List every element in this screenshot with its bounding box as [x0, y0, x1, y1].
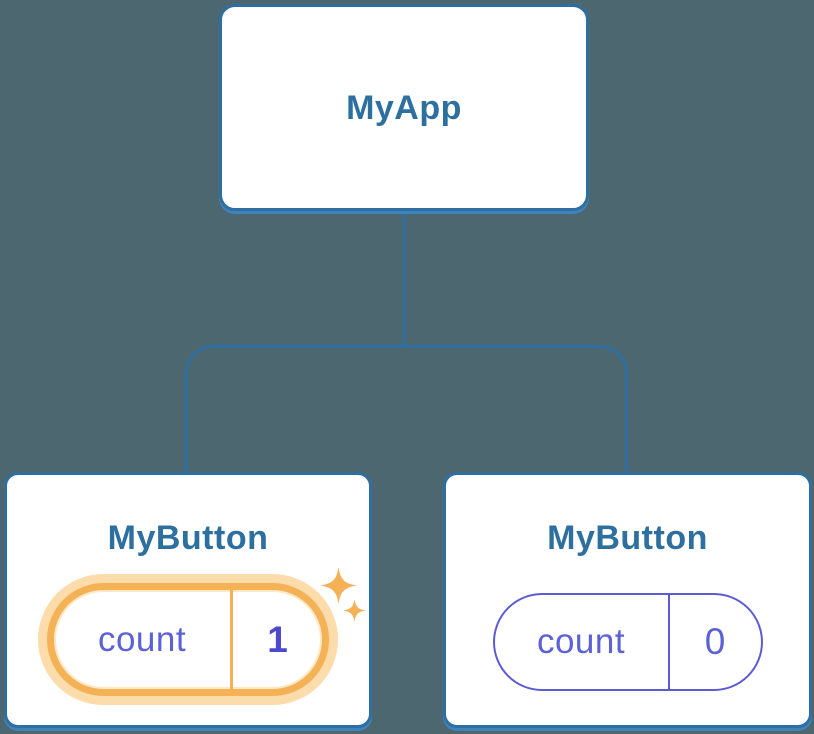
connector-root-stem — [403, 211, 406, 348]
state-pill-count-1: count 1 — [47, 583, 329, 696]
state-key-label: count — [536, 622, 626, 661]
sparkle-icon — [320, 567, 357, 604]
node-mybutton-left: MyButton count 1 — [4, 472, 372, 728]
state-value: 0 — [704, 621, 726, 662]
state-value: 1 — [267, 618, 288, 660]
node-mybutton-left-label: MyButton — [107, 519, 269, 557]
node-myapp-label: MyApp — [346, 88, 462, 127]
connector-branch — [185, 345, 628, 475]
state-pill-highlight-halo: count 1 — [38, 574, 338, 705]
state-pill-divider — [230, 590, 233, 689]
state-pill-divider — [667, 595, 670, 689]
state-key-label: count — [97, 619, 187, 659]
sparkle-icon — [343, 599, 366, 622]
state-pill-count-0: count 0 — [492, 593, 763, 691]
node-myapp: MyApp — [219, 4, 589, 211]
node-mybutton-right: MyButton count 0 — [443, 472, 812, 728]
node-mybutton-right-label: MyButton — [547, 519, 708, 557]
